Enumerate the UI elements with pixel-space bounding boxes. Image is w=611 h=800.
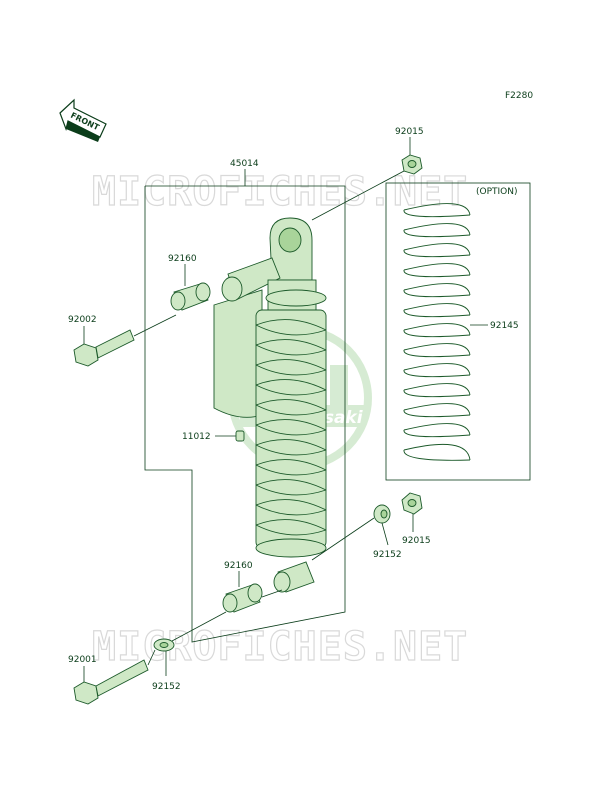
option-box (385, 182, 531, 481)
watermark-top: MICROFICHES.NET (92, 169, 468, 215)
label-45014: 45014 (230, 159, 259, 169)
nut-92015-right (401, 492, 423, 515)
bolt-92002 (73, 329, 135, 367)
label-92160-bottom: 92160 (224, 561, 253, 571)
label-92160-top: 92160 (168, 254, 197, 264)
bolt-92001 (73, 659, 149, 705)
figure-code: F2280 (505, 91, 533, 101)
nut-92015-top (401, 154, 423, 175)
collar-92160-bottom (222, 583, 263, 613)
optional-spring-92145 (403, 203, 471, 461)
shock-absorber-45014 (213, 217, 327, 558)
label-92152-bottom: 92152 (152, 682, 181, 692)
label-92015-right: 92015 (402, 536, 431, 546)
label-92001: 92001 (68, 655, 97, 665)
collar-92160-top (170, 282, 211, 311)
label-92152-right: 92152 (373, 550, 402, 560)
label-92015-top: 92015 (395, 127, 424, 137)
option-label: (OPTION) (476, 187, 518, 197)
assembly-outline (144, 185, 346, 643)
fitting-11012 (235, 430, 245, 442)
bottom-eye (273, 561, 315, 593)
label-92002: 92002 (68, 315, 97, 325)
washer-92152-bottom (153, 638, 175, 652)
washer-92152-right (373, 504, 391, 524)
watermark-bottom: MICROFICHES.NET (92, 624, 468, 670)
label-92145: 92145 (490, 321, 519, 331)
label-11012: 11012 (182, 432, 211, 442)
front-arrow-icon: FRONT (59, 98, 107, 142)
